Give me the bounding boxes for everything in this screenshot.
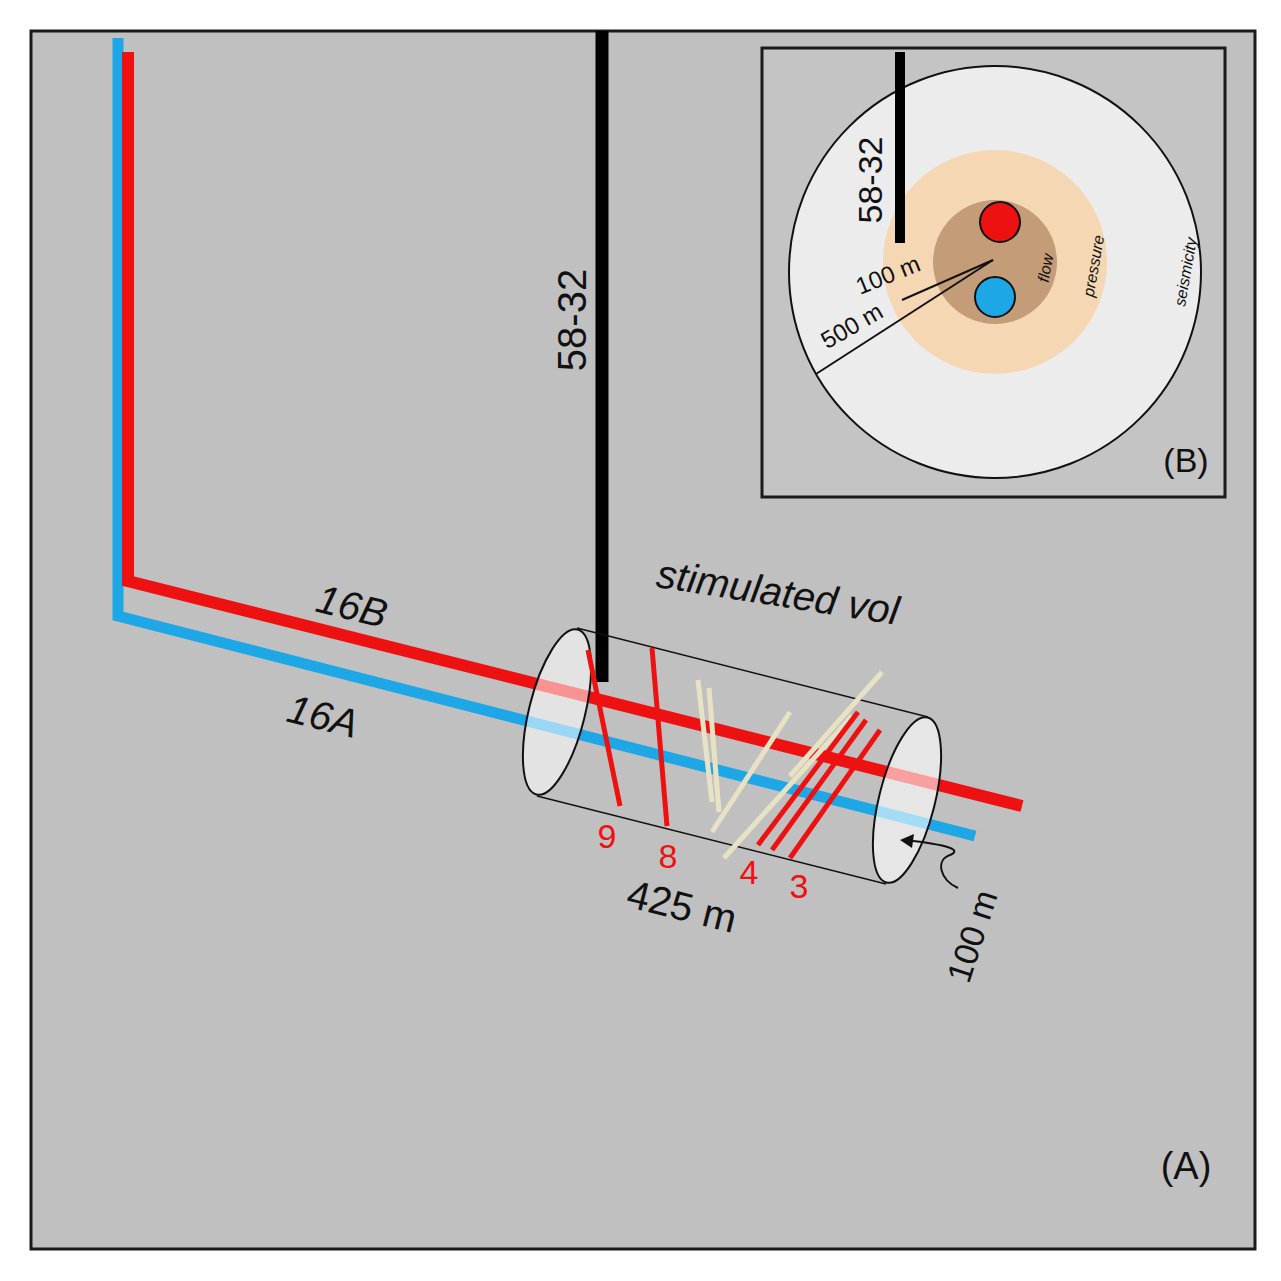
leader-arrow — [905, 840, 958, 888]
leader-arrowhead — [900, 834, 914, 848]
panel-label: (A) — [1161, 1147, 1212, 1185]
callout-number: 8 — [659, 839, 678, 873]
callout-number: 3 — [790, 869, 809, 903]
panel-a — [31, 31, 1255, 1249]
inset-b — [762, 48, 1225, 497]
stimulated-volume — [509, 623, 954, 889]
well-name: 58-32 — [552, 269, 592, 371]
well-name: 58-32 — [853, 137, 887, 224]
fractures-major — [588, 648, 880, 858]
well-58-32 — [596, 31, 609, 682]
callout-number: 4 — [740, 855, 759, 889]
callout-number: 9 — [598, 819, 617, 853]
panel-label: (B) — [1163, 443, 1208, 477]
fractures-minor — [698, 672, 882, 858]
